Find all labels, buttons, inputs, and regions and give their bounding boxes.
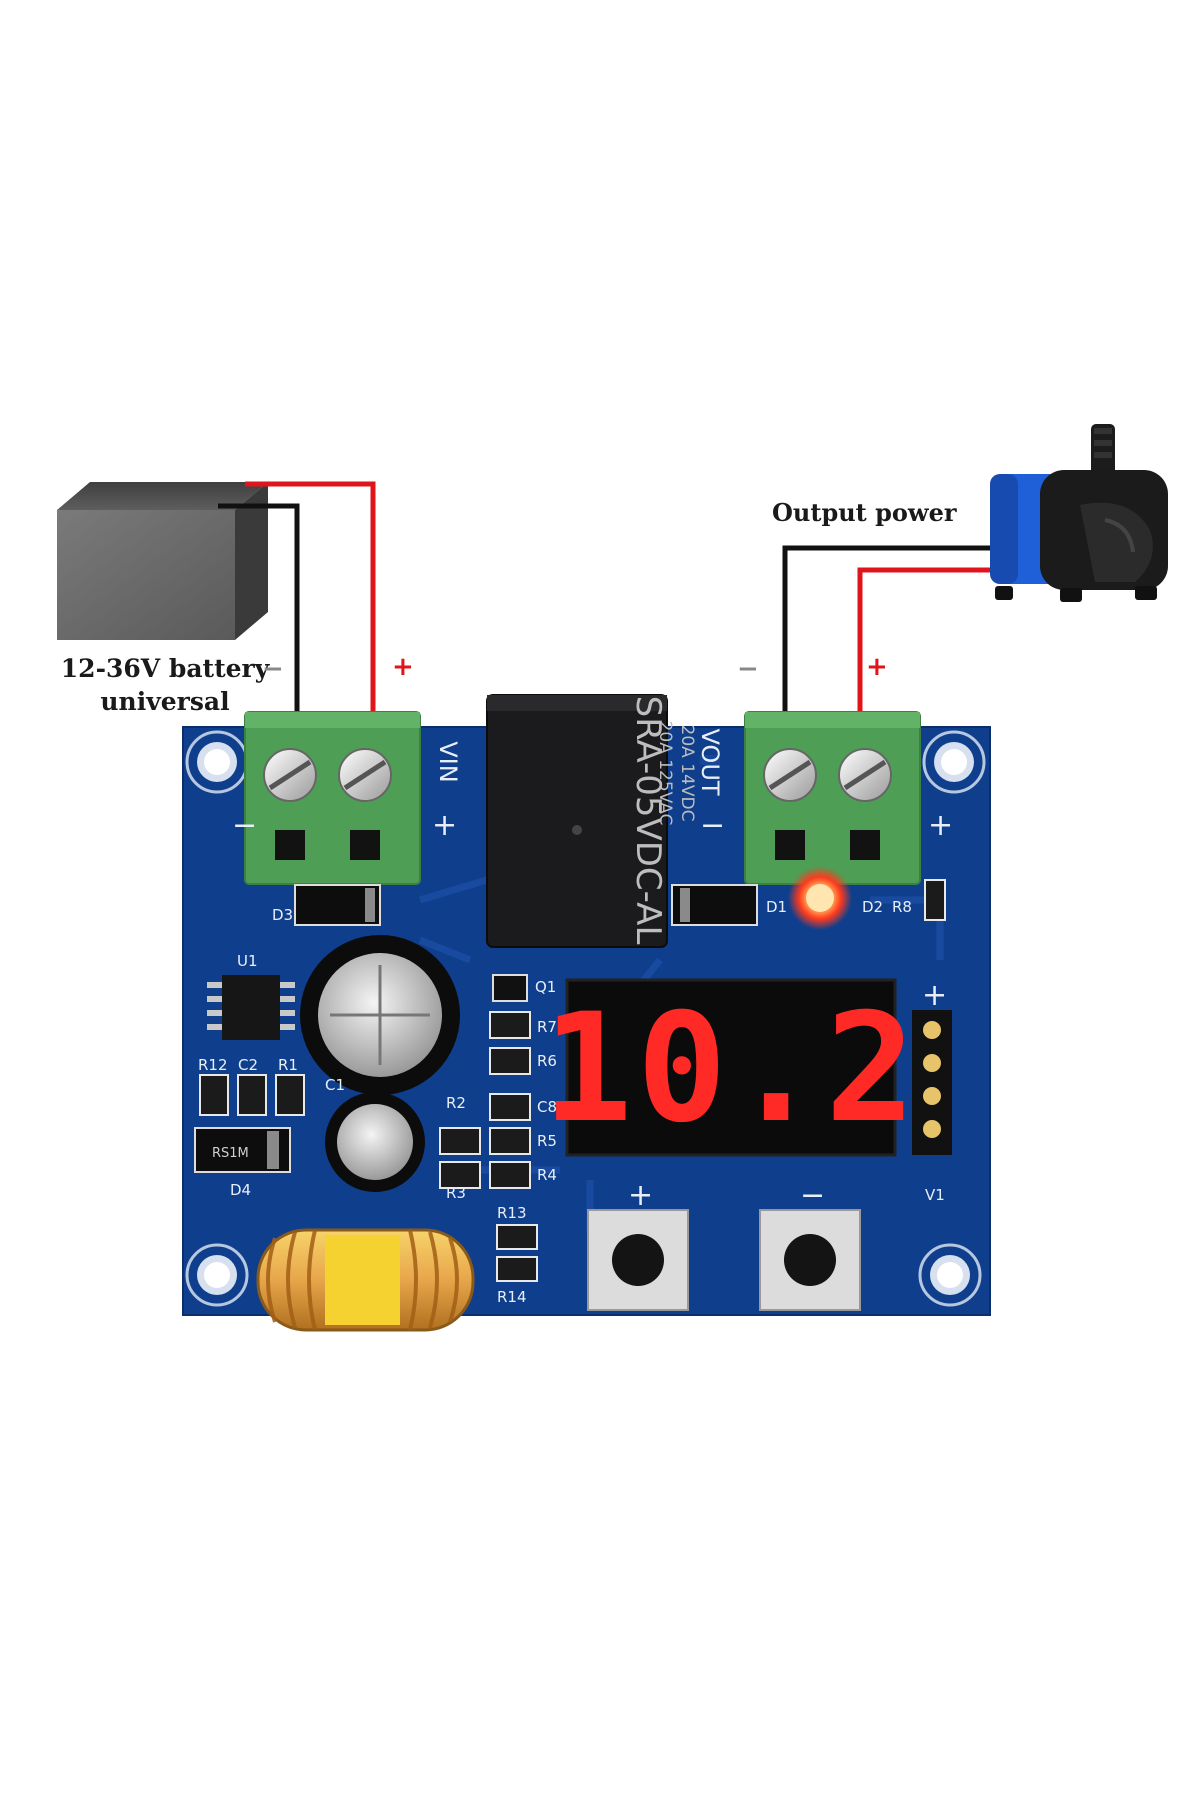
silk-d1: D1 [766,898,787,916]
output-plus-sign: + [866,652,888,682]
silk-r5: R5 [537,1132,557,1150]
mounting-hole-bottom-left [185,1243,249,1307]
diode-d3 [294,884,381,926]
diode-d4 [194,1127,291,1173]
relay [486,694,668,948]
silk-diode-marking: RS1M [212,1146,249,1161]
silk-r3: R3 [446,1184,466,1202]
output-power-label: Output power [772,498,957,527]
transistor-q1 [492,974,528,1002]
ic-u1 [207,975,295,1040]
plus-button [587,1209,689,1311]
silk-c1: C1 [325,1076,345,1094]
silk-vin-plus: + [432,808,457,843]
smd-components [199,879,946,1282]
relay-rating-1: 20A 14VDC [677,725,697,822]
mounting-hole-top-right [922,730,986,794]
battery-icon [57,482,268,640]
silk-v1: V1 [925,1186,945,1204]
silk-d4: D4 [230,1181,251,1199]
battery-label-line2: universal [100,687,230,716]
silk-r7: R7 [537,1018,557,1036]
silk-r8: R8 [892,898,912,916]
minus-button [759,1209,861,1311]
mounting-hole-bottom-right [918,1243,982,1307]
silk-u1: U1 [237,952,258,970]
output-red-wire [857,567,990,714]
silk-q1: Q1 [535,978,556,996]
silk-vin-minus: − [232,808,257,843]
silk-c8: C8 [537,1098,557,1116]
status-led [788,866,852,930]
capacitor-c1 [325,1092,425,1192]
battery-minus-sign: − [262,654,284,684]
output-minus-sign: − [737,654,759,684]
silk-vout-plus: + [928,808,953,843]
silk-button-minus: − [800,1178,825,1213]
battery-red-wire [245,481,376,712]
relay-model-label: SRA-05VDC-AL [628,696,668,945]
battery-black-wire [218,503,300,712]
silk-header-plus: + [922,978,947,1013]
silk-d2: D2 [862,898,883,916]
display-value: 10.2 [542,982,919,1156]
capacitor-large [300,935,460,1095]
pin-header [912,1010,952,1155]
seven-segment-display: 10.2 [542,978,919,1157]
output-black-wire [782,545,990,714]
water-pump-icon [990,424,1168,602]
battery-label-line1: 12-36V battery [60,654,270,683]
silk-r1: R1 [278,1056,298,1074]
silk-vout-minus: − [700,808,725,843]
diode-d1 [671,884,758,926]
silk-c2: C2 [238,1056,258,1074]
silk-r4: R4 [537,1166,557,1184]
toroid-inductor [256,1228,475,1332]
battery-label: 12-36V battery universal [50,652,280,718]
silk-d3: D3 [272,906,293,924]
silk-r2: R2 [446,1094,466,1112]
silk-r14: R14 [497,1288,527,1306]
silk-button-plus: + [628,1178,653,1213]
relay-rating-2: 20A 125VAC [655,721,675,826]
battery-plus-sign: + [392,652,414,682]
silk-r12: R12 [198,1056,228,1074]
silk-r6: R6 [537,1052,557,1070]
silk-vout: VOUT [696,728,724,795]
silk-r13: R13 [497,1204,527,1222]
vin-terminal-block [244,711,421,885]
silk-vin: VIN [434,741,462,782]
vout-terminal-block [744,711,921,885]
